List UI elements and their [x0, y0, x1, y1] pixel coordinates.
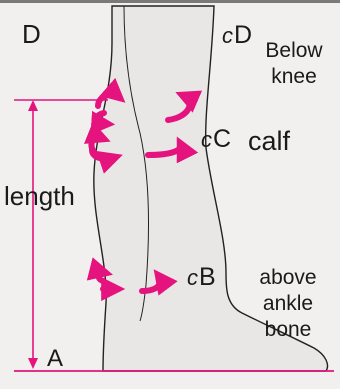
point-label-D: D — [22, 21, 41, 47]
point-label-cC: cC — [201, 127, 231, 152]
point-label-cB: cB — [187, 265, 216, 290]
point-label-cD: cD — [222, 23, 252, 48]
description-below-knee: Below knee — [254, 38, 334, 90]
length-arrow-bottom — [28, 358, 38, 369]
description-above-ankle-bone: above ankle bone — [250, 265, 326, 343]
description-calf: calf — [248, 128, 290, 154]
length-arrow-top — [28, 100, 38, 111]
point-label-A: A — [47, 347, 63, 371]
length-label: length — [4, 183, 75, 209]
